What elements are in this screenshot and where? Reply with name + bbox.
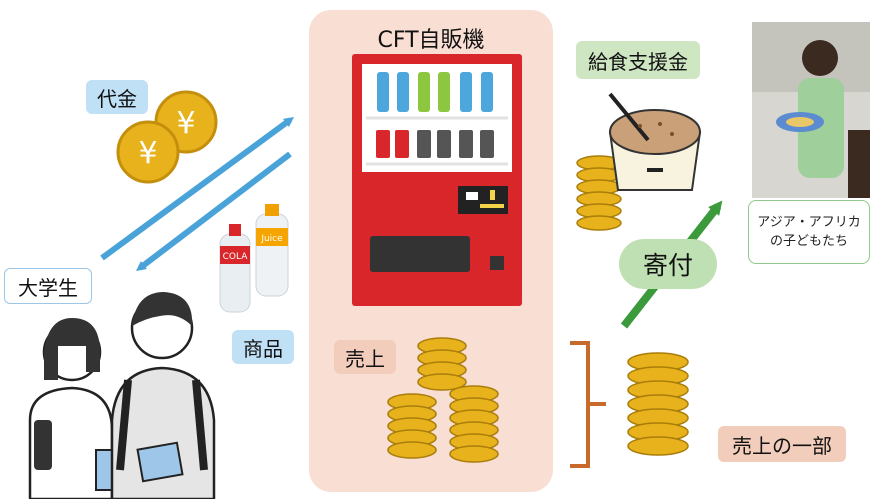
students-label: 大学生 <box>4 268 92 304</box>
soup-bowl-icon <box>608 92 702 191</box>
can-row <box>376 130 494 158</box>
payment-label: 代金 <box>86 80 148 114</box>
products-label: 商品 <box>232 330 294 364</box>
vending-machine <box>352 54 522 306</box>
cola-label: COLA <box>223 252 249 262</box>
svg-text:¥: ¥ <box>138 136 157 171</box>
bracket-icon <box>570 341 606 468</box>
lunch-fund-label: 給食支援金 <box>576 41 700 79</box>
children-label: アジア・アフリカ の子どもたち <box>748 200 870 264</box>
yen-coins-icon: ¥ ¥ <box>116 90 218 184</box>
sales-coin-stacks-icon <box>387 337 499 463</box>
bottle-row-top <box>377 72 493 112</box>
children-label-line2: の子どもたち <box>769 234 848 249</box>
students-illustration-icon <box>28 292 216 499</box>
part-of-sales-label: 売上の一部 <box>718 426 846 462</box>
sales-label: 売上 <box>334 340 396 374</box>
svg-text:¥: ¥ <box>176 106 195 141</box>
donation-coin-stack-icon <box>627 352 689 456</box>
juice-label: Juice <box>260 234 283 244</box>
child-photo <box>752 22 870 198</box>
donation-label: 寄付 <box>619 239 717 289</box>
payment-arrow <box>100 117 295 261</box>
vending-machine-title: CFT自販機 <box>377 28 485 53</box>
product-bottles-icon <box>219 204 289 313</box>
children-label-line1: アジア・アフリカ <box>757 215 861 230</box>
product-arrow <box>136 151 292 272</box>
